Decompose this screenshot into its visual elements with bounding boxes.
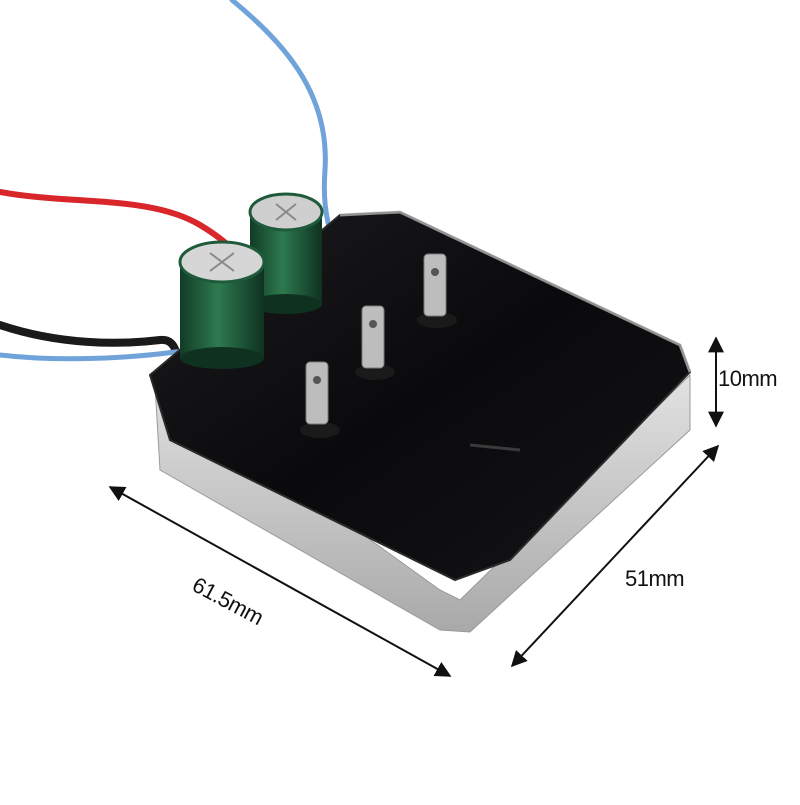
capacitor-front bbox=[178, 240, 266, 369]
terminal-2 bbox=[355, 305, 395, 380]
width-dimension-arrow bbox=[510, 444, 720, 668]
width-dimension-label: 51mm bbox=[625, 566, 685, 591]
length-dimension-arrow bbox=[108, 486, 452, 677]
capacitor-rear bbox=[248, 192, 324, 314]
height-dimension-label: 10mm bbox=[718, 366, 778, 391]
terminal-1 bbox=[300, 361, 340, 438]
terminal-3 bbox=[417, 253, 457, 328]
